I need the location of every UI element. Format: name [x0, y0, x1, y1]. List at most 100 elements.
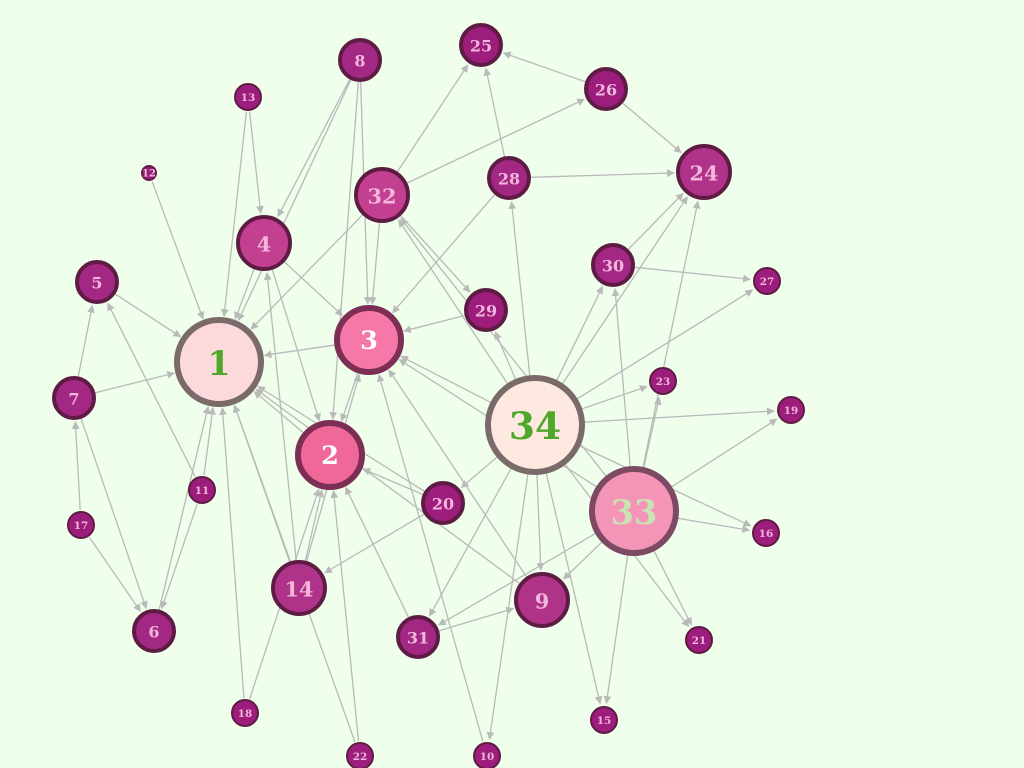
- node-5[interactable]: 5: [75, 260, 119, 304]
- node-33[interactable]: 33: [589, 466, 679, 556]
- node-circle: [295, 420, 365, 490]
- node-25[interactable]: 25: [459, 23, 503, 67]
- node-8[interactable]: 8: [338, 38, 382, 82]
- node-label: 14: [285, 577, 314, 602]
- node-label: 23: [656, 376, 670, 388]
- node-label: 20: [432, 495, 454, 514]
- node-13[interactable]: 13: [234, 83, 262, 111]
- node-circle: [649, 367, 677, 395]
- edge-32-to-1: [250, 214, 363, 330]
- node-circle: [421, 481, 465, 525]
- node-circle: [271, 560, 327, 616]
- node-6[interactable]: 6: [132, 609, 176, 653]
- node-circle: [396, 615, 440, 659]
- edge-17-to-7: [71, 421, 81, 511]
- node-circle: [354, 167, 410, 223]
- node-label: 4: [257, 232, 271, 257]
- edge-32-to-3: [368, 222, 381, 305]
- node-4[interactable]: 4: [236, 215, 292, 271]
- node-30[interactable]: 30: [591, 243, 635, 287]
- node-28[interactable]: 28: [487, 156, 531, 200]
- node-label: 33: [611, 492, 658, 532]
- node-31[interactable]: 31: [396, 615, 440, 659]
- edge-4-to-2: [271, 269, 321, 422]
- node-17[interactable]: 17: [67, 511, 95, 539]
- node-label: 21: [692, 635, 706, 647]
- node-label: 26: [595, 81, 617, 100]
- node-19[interactable]: 19: [777, 396, 805, 424]
- node-label: 31: [407, 629, 429, 648]
- edge-18-to-1: [219, 407, 245, 699]
- node-circle: [590, 706, 618, 734]
- edge-33-to-23: [642, 396, 662, 469]
- edge-34-to-24: [561, 196, 688, 385]
- edge-7-to-1: [95, 370, 176, 394]
- node-circle: [141, 165, 157, 181]
- node-34[interactable]: 34: [485, 375, 585, 475]
- node-26[interactable]: 26: [584, 67, 628, 111]
- edge-13-to-4: [248, 111, 264, 214]
- node-circle: [473, 742, 501, 768]
- node-circle: [777, 396, 805, 424]
- node-20[interactable]: 20: [421, 481, 465, 525]
- node-label: 27: [760, 276, 774, 288]
- edge-34-to-29: [494, 331, 517, 381]
- node-circle: [174, 317, 264, 407]
- node-27[interactable]: 27: [753, 267, 781, 295]
- node-1[interactable]: 1: [174, 317, 264, 407]
- node-label: 18: [238, 708, 252, 720]
- node-11[interactable]: 11: [188, 476, 216, 504]
- node-circle: [67, 511, 95, 539]
- node-label: 16: [759, 528, 773, 540]
- node-14[interactable]: 14: [271, 560, 327, 616]
- node-circle: [591, 243, 635, 287]
- node-label: 30: [602, 257, 624, 276]
- node-label: 19: [784, 405, 798, 417]
- node-32[interactable]: 32: [354, 167, 410, 223]
- edge-8-to-1: [237, 79, 352, 322]
- edge-13-to-1: [220, 111, 248, 318]
- node-3[interactable]: 3: [334, 305, 404, 375]
- edge-9-to-3: [388, 369, 528, 578]
- node-21[interactable]: 21: [685, 626, 713, 654]
- edge-26-to-24: [622, 102, 682, 154]
- node-22[interactable]: 22: [346, 742, 374, 768]
- node-label: 13: [241, 92, 255, 104]
- edge-34-to-3: [400, 355, 492, 404]
- edge-11-to-6: [160, 503, 198, 610]
- edge-34-to-15: [545, 472, 603, 705]
- edge-29-to-3: [403, 314, 465, 334]
- node-23[interactable]: 23: [649, 367, 677, 395]
- edge-4-to-1: [234, 268, 255, 320]
- edge-26-to-25: [502, 51, 586, 83]
- edge-34-to-10: [486, 473, 529, 740]
- edge-17-to-6: [88, 536, 141, 612]
- node-label: 3: [360, 326, 378, 356]
- node-12[interactable]: 12: [141, 165, 157, 181]
- node-24[interactable]: 24: [676, 144, 732, 200]
- node-label: 24: [690, 161, 719, 186]
- node-29[interactable]: 29: [464, 288, 508, 332]
- node-9[interactable]: 9: [514, 572, 570, 628]
- node-16[interactable]: 16: [752, 519, 780, 547]
- edge-33-to-21: [653, 550, 692, 626]
- edge-31-to-9: [438, 606, 514, 632]
- node-circle: [132, 609, 176, 653]
- node-7[interactable]: 7: [52, 376, 96, 420]
- node-label: 22: [353, 751, 367, 763]
- node-15[interactable]: 15: [590, 706, 618, 734]
- node-label: 34: [509, 404, 561, 448]
- node-10[interactable]: 10: [473, 742, 501, 768]
- edge-33-to-19: [670, 418, 778, 488]
- edge-33-to-30: [611, 288, 631, 468]
- edge-2-to-1: [253, 391, 305, 434]
- node-label: 2: [321, 441, 339, 471]
- node-circle: [514, 572, 570, 628]
- node-18[interactable]: 18: [231, 699, 259, 727]
- node-label: 9: [535, 589, 549, 614]
- edge-7-to-6: [80, 418, 148, 610]
- node-label: 12: [142, 169, 156, 180]
- node-circle: [487, 156, 531, 200]
- node-2[interactable]: 2: [295, 420, 365, 490]
